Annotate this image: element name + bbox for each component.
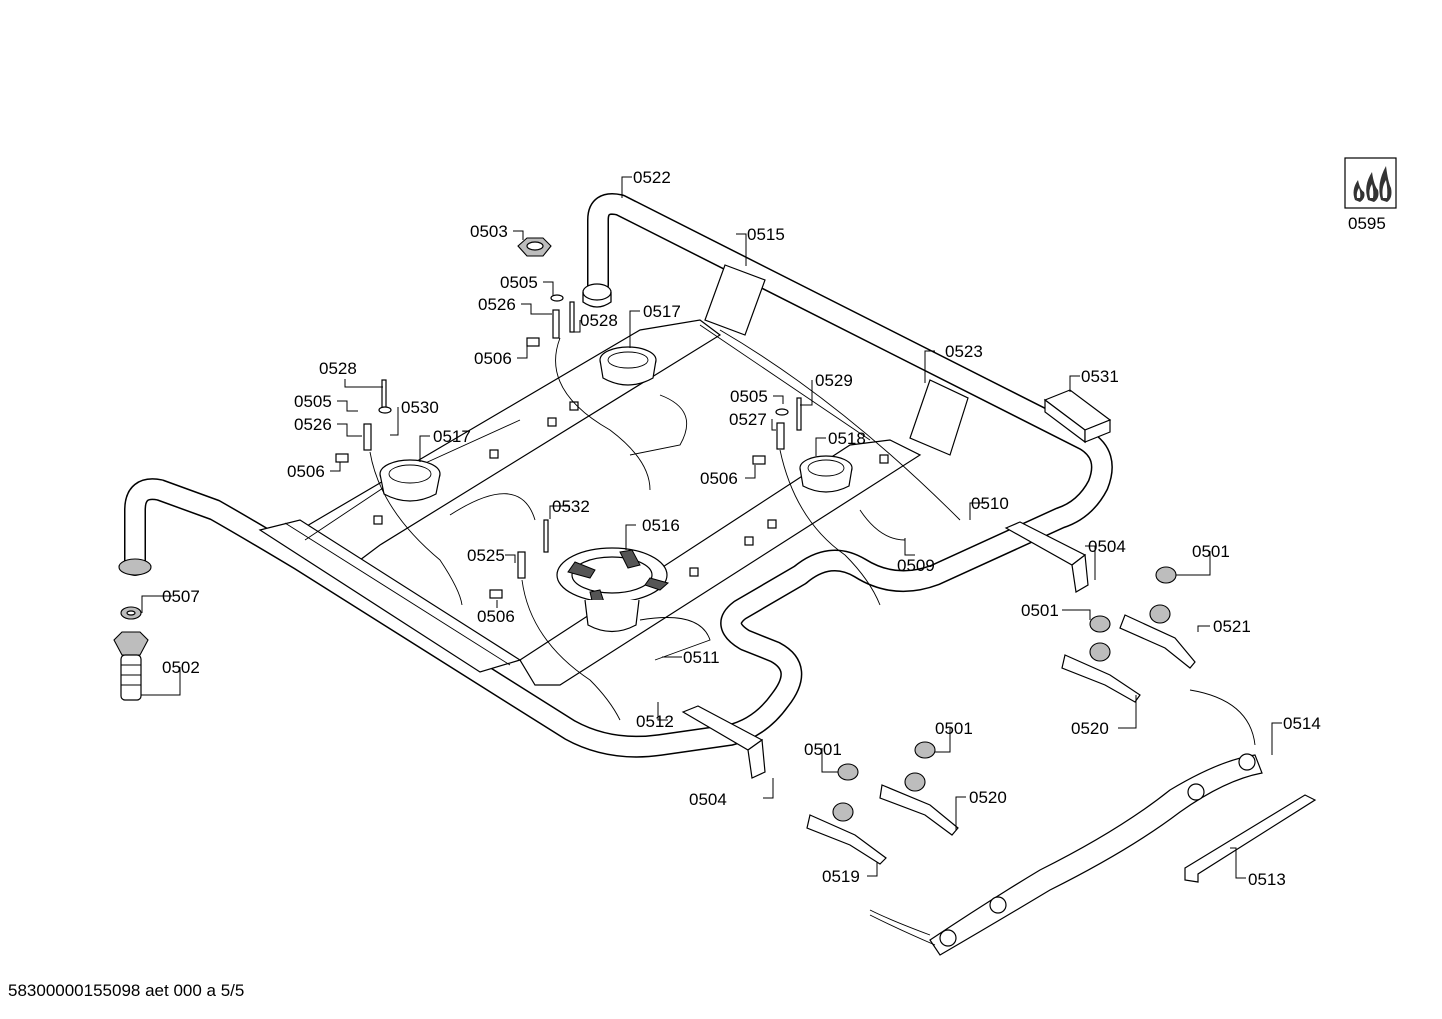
document-id: 58300000155098 aet 000 a 5/5 (8, 981, 245, 1000)
callout-0521: 0521 (1213, 617, 1251, 636)
callout-0528: 0528 (580, 311, 618, 330)
washer-0507 (120, 606, 142, 620)
callout-0518: 0518 (828, 429, 866, 448)
burner-cup-right (799, 455, 853, 493)
gas-valve-0520b (879, 772, 959, 836)
callout-0532: 0532 (552, 497, 590, 516)
callout-labels: 0522 0503 0515 0505 0526 0528 0517 0506 … (162, 168, 1386, 889)
callout-0501: 0501 (1192, 542, 1230, 561)
wok-burner-0516 (556, 547, 670, 633)
callout-0526: 0526 (478, 295, 516, 314)
callout-0501: 0501 (1021, 601, 1059, 620)
gas-supply-pipe (118, 193, 1113, 758)
ignition-module-0531 (1043, 389, 1112, 444)
callout-0504: 0504 (1088, 537, 1126, 556)
callout-0509: 0509 (897, 556, 935, 575)
callout-0506: 0506 (700, 469, 738, 488)
callout-0523: 0523 (945, 342, 983, 361)
callout-0512: 0512 (636, 712, 674, 731)
callout-0520: 0520 (1071, 719, 1109, 738)
callout-0502: 0502 (162, 658, 200, 677)
callout-0528: 0528 (319, 359, 357, 378)
gas-flames-icon (1344, 157, 1397, 209)
leader-lines (141, 176, 1282, 879)
callout-0526: 0526 (294, 415, 332, 434)
ignition-harness-0514 (869, 689, 1263, 956)
callout-0527: 0527 (729, 410, 767, 429)
rod-0513 (1184, 794, 1317, 883)
nut-0503 (517, 237, 552, 257)
gas-valve-0519 (806, 802, 887, 865)
callout-0525: 0525 (467, 546, 505, 565)
bracket-0504-left (681, 705, 766, 779)
callout-0517: 0517 (643, 302, 681, 321)
callout-0501: 0501 (935, 719, 973, 738)
burner-cup-left (379, 459, 441, 502)
callout-0529: 0529 (815, 371, 853, 390)
gas-valve-0521 (1119, 604, 1196, 669)
callout-0505: 0505 (500, 273, 538, 292)
hose-connector-0502 (113, 631, 149, 701)
callout-0515: 0515 (747, 225, 785, 244)
callout-0531: 0531 (1081, 367, 1119, 386)
bracket-0504-right (1004, 521, 1089, 593)
legend-icon-label: 0595 (1348, 214, 1386, 233)
callout-0504: 0504 (689, 790, 727, 809)
valve-nuts-0501 (837, 566, 1177, 781)
burner-cup-rear (599, 346, 657, 386)
callout-0506: 0506 (287, 462, 325, 481)
callout-0503: 0503 (470, 222, 508, 241)
callout-0510: 0510 (971, 494, 1009, 513)
gas-valve-0520a (1061, 642, 1141, 703)
callout-0511: 0511 (683, 648, 720, 667)
callout-0513: 0513 (1248, 870, 1286, 889)
callout-0519: 0519 (822, 867, 860, 886)
callout-0522: 0522 (633, 168, 671, 187)
callout-0530: 0530 (401, 398, 439, 417)
callout-0507: 0507 (162, 587, 200, 606)
callout-0517: 0517 (433, 427, 471, 446)
callout-0514: 0514 (1283, 714, 1321, 733)
thermocouple-group (335, 294, 961, 721)
callout-0516: 0516 (642, 516, 680, 535)
callout-0505: 0505 (730, 387, 768, 406)
callout-0506: 0506 (474, 349, 512, 368)
callout-0520: 0520 (969, 788, 1007, 807)
callout-0505: 0505 (294, 392, 332, 411)
callout-0501: 0501 (804, 740, 842, 759)
callout-0506: 0506 (477, 607, 515, 626)
